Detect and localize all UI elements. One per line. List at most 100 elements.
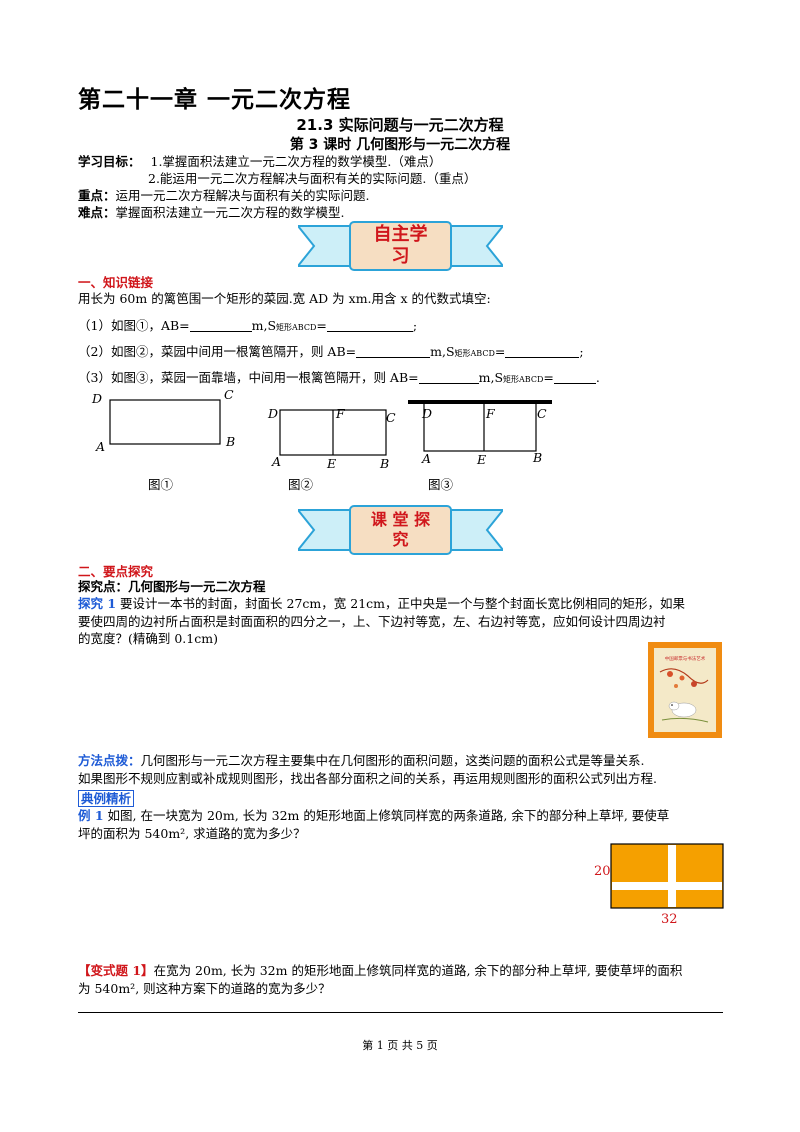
banner-class-explore-text: 课 堂 探究 bbox=[370, 510, 431, 549]
explore-1-line-3: 的宽度？(精确到 0.1cm) bbox=[78, 631, 218, 646]
method-line-1: 几何图形与一元二次方程主要集中在几何图形的面积问题，这类问题的面积公式是等量关系… bbox=[140, 753, 645, 768]
difficulty-line: 难点：掌握面积法建立一元二次方程的数学模型. bbox=[78, 204, 345, 221]
fig3-label-e: E bbox=[477, 452, 487, 467]
field-width-label: 20 bbox=[594, 864, 611, 879]
book-cover-inner: 中国邮票与书法艺术 bbox=[654, 648, 716, 732]
question-1: （1）如图①，AB=m,S矩形ABCD=; bbox=[78, 317, 417, 336]
q3-pre: （3）如图③，菜园一面靠墙，中间用一根篱笆隔开，则 AB= bbox=[78, 370, 419, 385]
fig2-label-f: F bbox=[336, 406, 345, 421]
figure-1-rectangle bbox=[109, 399, 221, 445]
method-label: 方法点拨： bbox=[78, 753, 141, 768]
fig3-label-a: A bbox=[422, 451, 432, 466]
fig1-label-a: A bbox=[96, 439, 106, 454]
figure-1: D C A B bbox=[90, 387, 240, 458]
explore-point: 探究点：几何图形与一元二次方程 bbox=[78, 579, 266, 594]
fig2-label-e: E bbox=[327, 456, 337, 471]
explore-1-label: 探究 1 bbox=[78, 596, 117, 611]
variant-1-paragraph: 【变式题 1】在宽为 20m, 长为 32m 的矩形地面上修筑同样宽的道路, 余… bbox=[78, 962, 723, 997]
fig2-label-d: D bbox=[268, 406, 279, 421]
fig3-label-c: C bbox=[537, 406, 547, 421]
banner-ribbon-icon bbox=[295, 221, 506, 271]
section1-intro: 用长为 60m 的篱笆围一个矩形的菜园.宽 AD 为 xm.用含 x 的代数式填… bbox=[78, 291, 491, 306]
q1-end: ; bbox=[412, 318, 418, 333]
key-label: 重点： bbox=[78, 188, 116, 203]
fig3-label-d: D bbox=[422, 406, 433, 421]
variant-1-line-2: 为 540m², 则这种方案下的道路的宽为多少？ bbox=[78, 980, 331, 996]
key-text: 运用一元二次方程解决与面积有关的实际问题. bbox=[115, 188, 370, 203]
figure-3-rectangle bbox=[408, 400, 552, 452]
banner-self-study-text: 自主学习 bbox=[373, 224, 428, 267]
fig3-label-b: B bbox=[533, 450, 543, 465]
example-1-line-2: 坪的面积为 540m², 求道路的宽为多少？ bbox=[78, 825, 306, 841]
q2-post: = bbox=[494, 344, 506, 359]
q3-mid: m,S bbox=[478, 370, 504, 385]
objective-1: 1.掌握面积法建立一元二次方程的数学模型.（难点） bbox=[150, 154, 442, 169]
footer-divider bbox=[78, 1012, 723, 1013]
variant-1-line-1: 在宽为 20m, 长为 32m 的矩形地面上修筑同样宽的道路, 余下的部分种上草… bbox=[153, 963, 683, 978]
q3-blank-area[interactable] bbox=[553, 371, 596, 384]
q2-sub: 矩形ABCD bbox=[454, 349, 495, 358]
book-cover-image: 中国邮票与书法艺术 bbox=[648, 642, 722, 738]
figure-2-caption: 图② bbox=[288, 477, 314, 492]
example-1-paragraph: 例 1 如图, 在一块宽为 20m, 长为 32m 的矩形地面上修筑同样宽的两条… bbox=[78, 807, 723, 842]
q2-mid: m,S bbox=[430, 344, 455, 359]
lesson-title: 第 3 课时 几何图形与一元二次方程 bbox=[289, 137, 511, 153]
fig2-label-b: B bbox=[380, 456, 390, 471]
banner-ribbon-icon bbox=[295, 505, 506, 555]
key-point-line: 重点：运用一元二次方程解决与面积有关的实际问题. bbox=[78, 187, 370, 204]
fig1-label-b: B bbox=[226, 434, 236, 449]
banner-class-explore: 课 堂 探究 bbox=[295, 504, 506, 556]
variant-1-label: 【变式题 1】 bbox=[78, 963, 154, 978]
q1-blank-area[interactable] bbox=[326, 319, 413, 332]
objective-line-1: 学习目标： 1.掌握面积法建立一元二次方程的数学模型.（难点） bbox=[78, 153, 441, 170]
q1-sub: 矩形ABCD bbox=[276, 323, 317, 332]
figure-2: D F C A E B bbox=[266, 400, 396, 471]
figure-2-rectangle bbox=[279, 409, 387, 456]
q1-blank-ab[interactable] bbox=[189, 319, 252, 332]
section-title: 21.3 实际问题与一元二次方程 bbox=[296, 116, 504, 134]
road-field-figure: 20 32 bbox=[594, 842, 728, 934]
q3-sub: 矩形ABCD bbox=[503, 375, 544, 384]
q2-end: ; bbox=[579, 344, 584, 359]
q3-blank-ab[interactable] bbox=[418, 371, 479, 384]
fig1-label-c: C bbox=[224, 387, 234, 402]
difficulty-text: 掌握面积法建立一元二次方程的数学模型. bbox=[115, 205, 345, 220]
bird-painting-icon bbox=[659, 668, 709, 723]
q3-post: = bbox=[543, 370, 554, 385]
example-1-line-1: 如图, 在一块宽为 20m, 长为 32m 的矩形地面上修筑同样宽的两条道路, … bbox=[107, 808, 670, 823]
explore-1-line-2: 要使四周的边衬所占面积是封面面积的四分之一，上、下边衬等宽，左、右边衬等宽，应如… bbox=[78, 613, 666, 629]
q1-mid: m,S bbox=[251, 318, 277, 333]
fig2-label-a: A bbox=[272, 454, 282, 469]
banner-self-study: 自主学习 bbox=[295, 220, 506, 272]
example-tag: 典例精析 bbox=[78, 788, 135, 807]
example-tag-label: 典例精析 bbox=[78, 790, 135, 807]
q3-end: . bbox=[595, 370, 600, 385]
chapter-title: 第二十一章 一元二次方程 bbox=[78, 87, 352, 113]
fig3-label-f: F bbox=[486, 406, 495, 421]
q2-blank-area[interactable] bbox=[505, 345, 580, 358]
q2-blank-ab[interactable] bbox=[356, 345, 431, 358]
q1-pre: （1）如图①，AB= bbox=[78, 318, 190, 333]
fig1-label-d: D bbox=[92, 391, 103, 406]
figure-1-caption: 图① bbox=[148, 477, 174, 492]
objective-2: 2.能运用一元二次方程解决与面积有关的实际问题.（重点） bbox=[148, 171, 477, 186]
book-cover-title: 中国邮票与书法艺术 bbox=[664, 657, 706, 662]
explore-1-paragraph: 探究 1 要设计一本书的封面，封面长 27cm，宽 21cm，正中央是一个与整个… bbox=[78, 595, 723, 648]
road-field-diagram bbox=[610, 843, 724, 909]
fig2-label-c: C bbox=[386, 410, 396, 425]
question-3: （3）如图③，菜园一面靠墙，中间用一根篱笆隔开，则 AB= m,S矩形ABCD=. bbox=[78, 369, 600, 388]
method-paragraph: 方法点拨：几何图形与一元二次方程主要集中在几何图形的面积问题，这类问题的面积公式… bbox=[78, 752, 723, 787]
difficulty-label: 难点： bbox=[78, 205, 116, 220]
figure-3-caption: 图③ bbox=[428, 477, 454, 492]
section2-heading: 二、要点探究 bbox=[78, 564, 154, 579]
section1-heading: 一、知识链接 bbox=[78, 275, 154, 290]
objectives-label: 学习目标： bbox=[78, 154, 141, 169]
example-1-label: 例 1 bbox=[78, 808, 104, 823]
figure-3: D F C A E B bbox=[406, 396, 556, 468]
field-length-label: 32 bbox=[661, 912, 678, 927]
q2-pre: （2）如图②，菜园中间用一根篱笆隔开，则 AB= bbox=[78, 344, 357, 359]
explore-1-line-1: 要设计一本书的封面，封面长 27cm，宽 21cm，正中央是一个与整个封面长宽比… bbox=[120, 596, 686, 611]
page-number: 第 1 页 共 5 页 bbox=[362, 1039, 438, 1052]
question-2: （2）如图②，菜园中间用一根篱笆隔开，则 AB= m,S矩形ABCD=; bbox=[78, 343, 584, 362]
method-line-2: 如果图形不规则应割或补成规则图形，找出各部分面积之间的关系，再运用规则图形的面积… bbox=[78, 770, 657, 786]
